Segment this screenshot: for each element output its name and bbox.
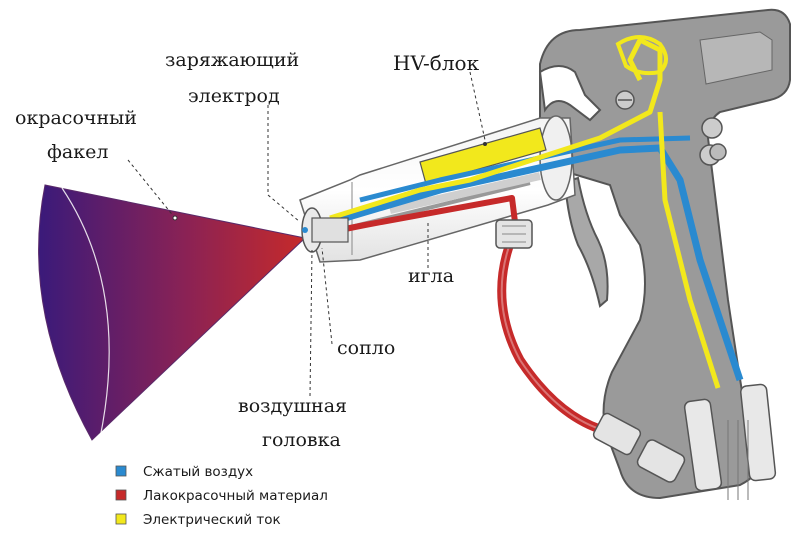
legend-label-air: Сжатый воздух: [143, 464, 253, 480]
label-needle: игла: [408, 265, 454, 287]
air-cap: [301, 207, 349, 253]
paint-channel: [329, 195, 686, 483]
legend-item-current: Электрический ток: [115, 512, 281, 528]
legend-item-air: Сжатый воздух: [115, 464, 253, 480]
label-electrode-2: электрод: [188, 85, 280, 107]
legend-swatch-current: [115, 513, 127, 525]
spray-fan: [38, 184, 307, 441]
label-spray-fan-2: факел: [47, 141, 108, 163]
legend: Сжатый воздух Лакокрасочный материал Эле…: [115, 464, 328, 528]
legend-label-current: Электрический ток: [143, 512, 281, 528]
diagram-labels: окрасочный факел заряжающий электрод HV-…: [15, 49, 480, 451]
leader-lines: [127, 71, 487, 397]
label-air-cap-2: головка: [262, 429, 341, 451]
label-air-cap-1: воздушная: [238, 395, 347, 417]
legend-item-paint: Лакокрасочный материал: [115, 488, 328, 504]
gun-body: [538, 8, 791, 500]
label-nozzle: сопло: [337, 337, 395, 359]
legend-swatch-paint: [115, 489, 127, 501]
label-electrode-1: заряжающий: [165, 49, 299, 71]
hv-block: [419, 127, 547, 185]
current-path: [329, 35, 721, 389]
label-hv-block: HV-блок: [393, 51, 480, 75]
legend-label-paint: Лакокрасочный материал: [143, 488, 328, 504]
legend-swatch-air: [115, 465, 127, 477]
hose-connectors: [683, 383, 777, 500]
label-spray-fan-1: окрасочный: [15, 107, 137, 129]
